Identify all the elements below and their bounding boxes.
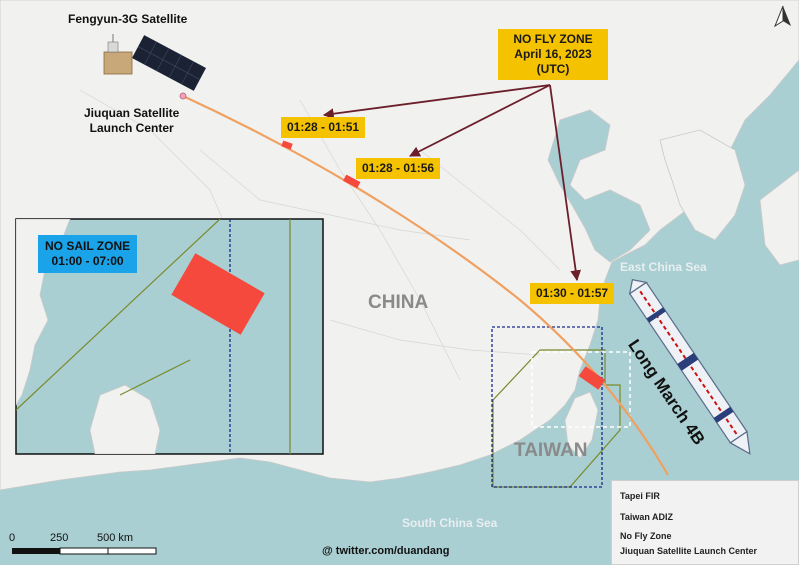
south-china-sea-label: South China Sea	[402, 516, 498, 530]
rocket-icon	[628, 279, 751, 455]
launch-center-label: Jiuquan Satellite Launch Center	[84, 106, 179, 136]
scale-label-mid: 250	[50, 532, 69, 544]
taiwan-island	[564, 391, 599, 459]
scale-label-end: 500 km	[97, 532, 134, 544]
no-fly-zone-box: NO FLY ZONE April 16, 2023 (UTC)	[498, 29, 608, 80]
legend-nofly: No Fly Zone	[620, 531, 672, 541]
time-window-1: 01:28 - 01:51	[281, 117, 366, 138]
time-window-2: 01:28 - 01:56	[356, 158, 441, 179]
east-china-sea-label: East China Sea	[620, 260, 707, 274]
taiwan-label: TAIWAN	[514, 440, 588, 461]
no-fly-date: April 16, 2023	[514, 47, 592, 61]
credit-label: @ twitter.com/duandang	[322, 545, 450, 557]
legend-fir: Tapei FIR	[620, 491, 660, 501]
arrow-to-zone-3	[549, 84, 582, 282]
no-fly-title: NO FLY ZONE	[513, 32, 593, 46]
no-sail-time: 01:00 - 07:00	[51, 254, 124, 268]
launch-center-line2: Launch Center	[89, 121, 174, 135]
china-label: CHINA	[368, 292, 429, 313]
time-window-3: 01:30 - 01:57	[530, 283, 615, 304]
legend: Tapei FIR Taiwan ADIZ No Fly Zone Jiuqua…	[611, 480, 799, 565]
satellite-icon	[103, 34, 207, 91]
arrow-to-zone-1	[322, 84, 551, 120]
bohai-sea	[547, 109, 651, 263]
japan-islands	[759, 169, 799, 266]
no-sail-zone-box: NO SAIL ZONE 01:00 - 07:00	[38, 235, 138, 273]
launch-site-dot	[179, 92, 187, 100]
scale-label-zero: 0	[9, 532, 16, 544]
north-arrow-icon	[773, 5, 791, 28]
satellite-label: Fengyun-3G Satellite	[68, 12, 188, 26]
no-fly-zone-1	[281, 140, 293, 150]
arrow-to-zone-2	[409, 84, 551, 157]
legend-launch: Jiuquan Satellite Launch Center	[620, 546, 758, 556]
no-fly-zone-2	[343, 174, 361, 189]
launch-center-line1: Jiuquan Satellite	[84, 106, 180, 120]
no-sail-area-marker	[531, 351, 631, 428]
legend-adiz: Taiwan ADIZ	[620, 512, 674, 522]
korea-peninsula	[659, 129, 746, 241]
no-sail-title: NO SAIL ZONE	[45, 239, 131, 253]
taiwan-adiz-boundary	[491, 326, 603, 488]
no-fly-zone-3	[578, 366, 606, 390]
no-fly-tz: (UTC)	[536, 62, 570, 76]
scale-bar	[12, 547, 157, 555]
